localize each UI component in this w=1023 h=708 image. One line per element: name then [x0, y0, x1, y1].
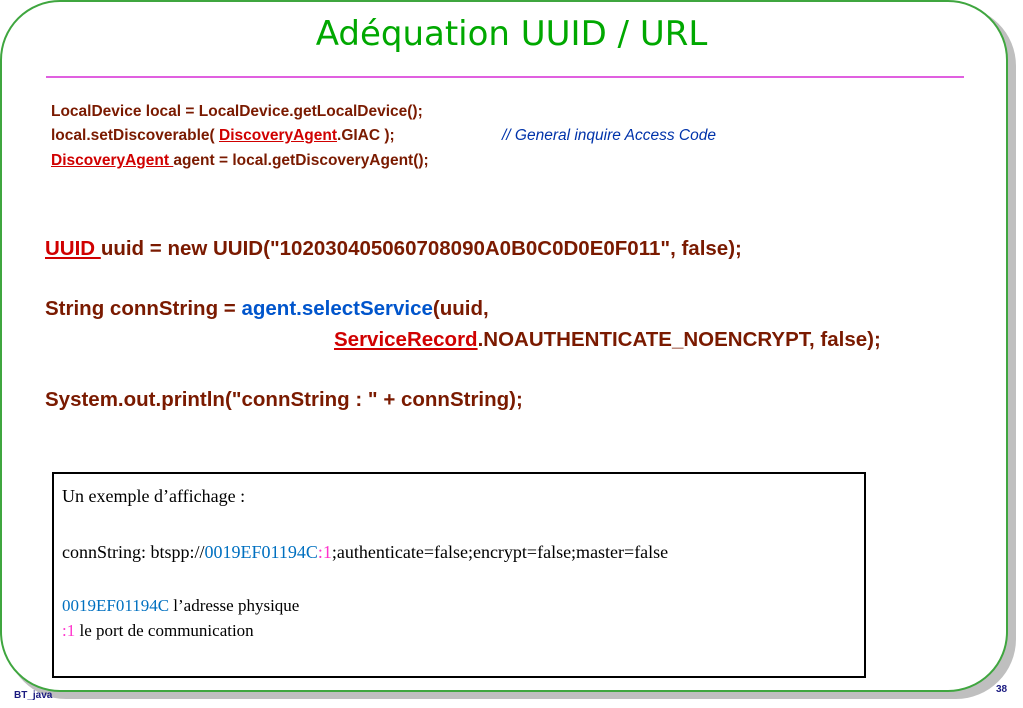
- code-line-println: System.out.println("connString : " + con…: [45, 388, 523, 411]
- code-line-set-discoverable: local.setDiscoverable( DiscoveryAgent.GI…: [51, 127, 395, 145]
- example-conn-string: connString: btspp://0019EF01194C:1;authe…: [62, 542, 668, 563]
- uuid-link[interactable]: UUID: [45, 237, 101, 260]
- discovery-agent-link[interactable]: DiscoveryAgent: [219, 127, 338, 144]
- select-service-method: agent.selectService: [241, 297, 433, 320]
- example-text: ;authenticate=false;encrypt=false;master…: [331, 542, 669, 562]
- discovery-agent-link[interactable]: DiscoveryAgent: [51, 152, 174, 169]
- example-text: l’adresse physique: [169, 596, 300, 615]
- code-text: String connString =: [45, 297, 242, 320]
- example-output-box: Un exemple d’affichage : connString: bts…: [52, 472, 866, 678]
- example-text: le port de communication: [75, 621, 254, 640]
- code-text: uuid = new UUID("102030405060708090A0B0C…: [100, 237, 742, 260]
- example-heading: Un exemple d’affichage :: [62, 486, 246, 506]
- example-port: :1: [62, 621, 76, 640]
- code-line-get-agent: DiscoveryAgent agent = local.getDiscover…: [51, 152, 429, 170]
- code-line-local-device: LocalDevice local = LocalDevice.getLocal…: [51, 103, 423, 120]
- footer-label: BT_java: [14, 690, 53, 701]
- code-text: local.setDiscoverable(: [51, 127, 219, 144]
- code-line-service-record: ServiceRecord.NOAUTHENTICATE_NOENCRYPT, …: [334, 328, 881, 352]
- code-text: agent = local.getDiscoveryAgent();: [173, 152, 429, 169]
- example-port: :1: [317, 542, 332, 562]
- code-line-conn-string: String connString = agent.selectService(…: [45, 297, 489, 321]
- page-number: 38: [996, 684, 1008, 695]
- code-text: (uuid,: [432, 297, 489, 320]
- code-text: .NOAUTHENTICATE_NOENCRYPT, false);: [477, 328, 881, 351]
- code-text: .GIAC );: [337, 127, 395, 144]
- code-comment: // General inquire Access Code: [502, 127, 716, 144]
- slide-title: Adéquation UUID / URL: [315, 14, 708, 54]
- example-port-note: :1 le port de communication: [62, 621, 254, 641]
- example-text: connString: btspp://: [62, 542, 205, 562]
- service-record-link[interactable]: ServiceRecord: [334, 328, 478, 351]
- example-address: 0019EF01194C: [62, 596, 170, 615]
- title-underline: [46, 76, 964, 78]
- example-address-note: 0019EF01194C l’adresse physique: [62, 596, 299, 616]
- code-line-uuid: UUID uuid = new UUID("102030405060708090…: [45, 237, 742, 261]
- example-address: 0019EF01194C: [204, 542, 318, 562]
